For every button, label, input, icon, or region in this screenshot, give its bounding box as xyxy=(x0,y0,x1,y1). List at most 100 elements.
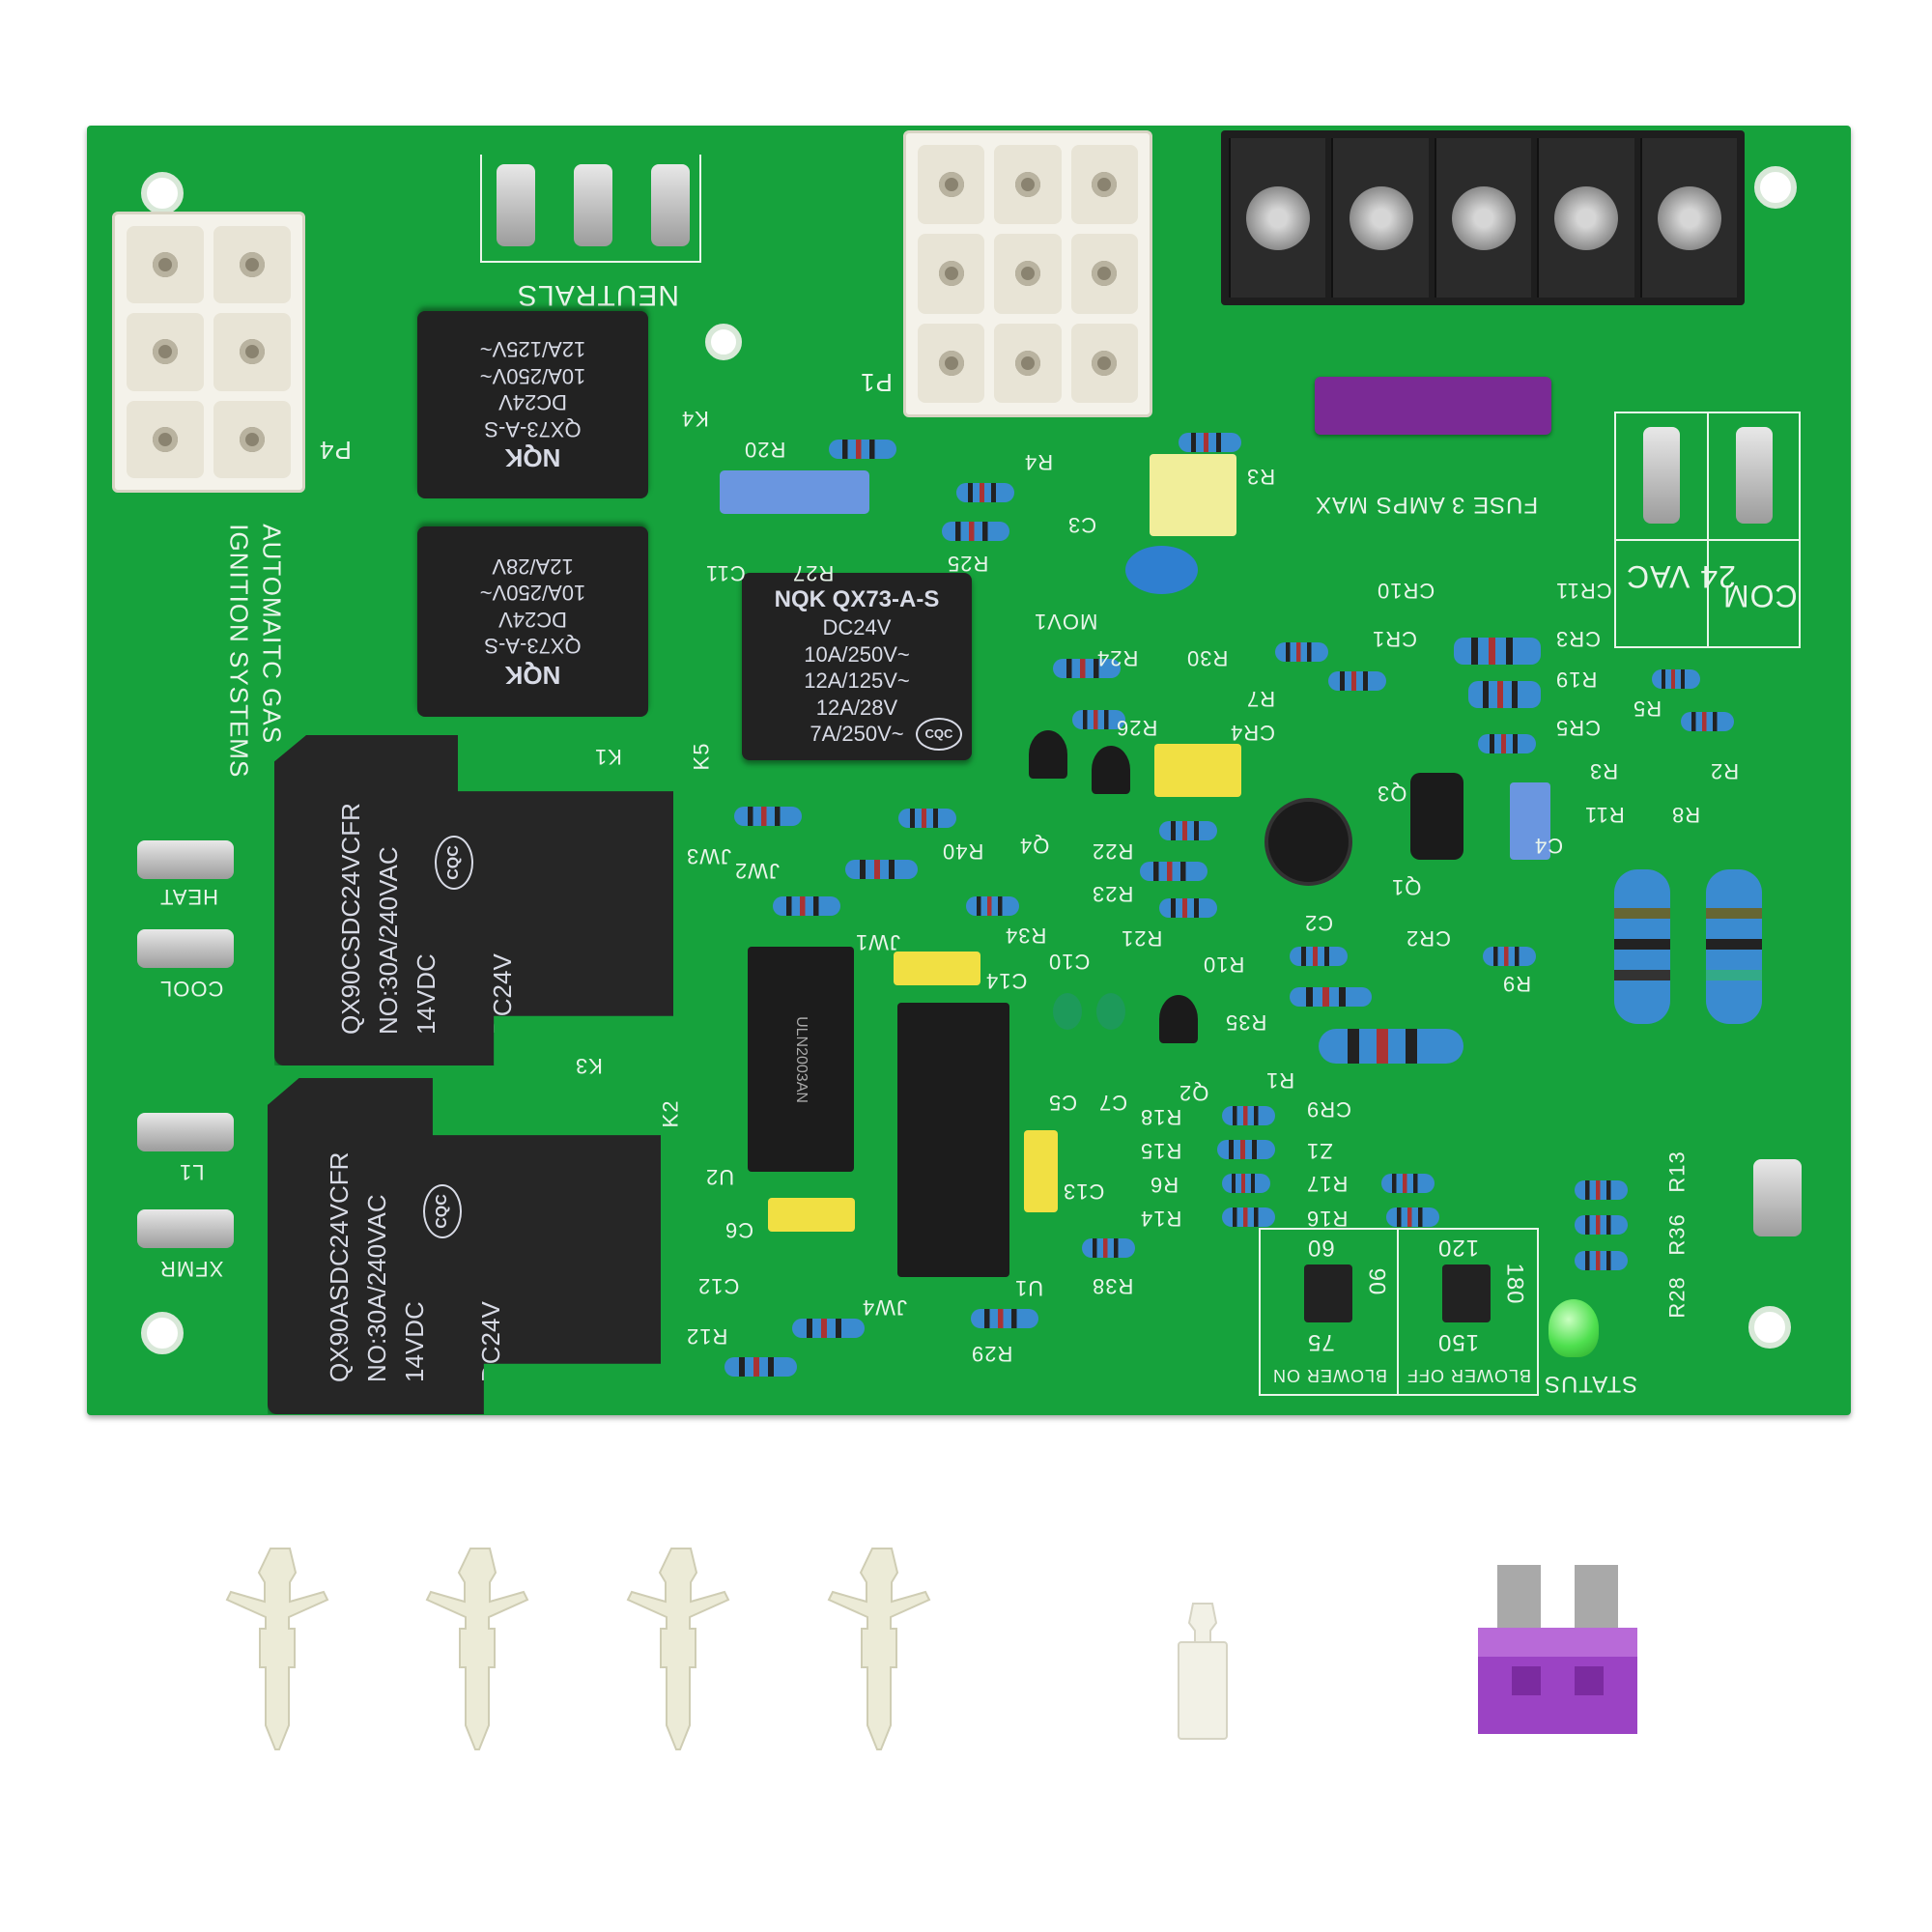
ref-label: R18 xyxy=(1140,1105,1182,1129)
p1-connector[interactable] xyxy=(903,130,1152,417)
ref-label: CR10 xyxy=(1377,579,1435,603)
resistor-r1 xyxy=(1319,1029,1463,1064)
blower-on-label: BLOWER ON xyxy=(1272,1366,1388,1385)
mounting-hole xyxy=(141,172,184,214)
resistor-r40 xyxy=(898,809,956,828)
cool-terminal[interactable] xyxy=(137,929,234,968)
ref-label: R6 xyxy=(1150,1173,1179,1197)
resistor-r2 xyxy=(1681,712,1734,731)
ref-label: R7 xyxy=(1246,687,1276,711)
ref-label: C6 xyxy=(724,1218,754,1242)
ref-label: R1 xyxy=(1265,1068,1295,1093)
cqc-cert-mark: CQC xyxy=(916,718,962,751)
spade-terminal[interactable] xyxy=(1753,1159,1802,1236)
l1-terminal[interactable] xyxy=(137,1113,234,1151)
com-terminal[interactable] xyxy=(1736,427,1773,524)
ref-label: JW1 xyxy=(855,930,900,954)
ref-label: R38 xyxy=(1092,1274,1134,1298)
blower-off-option: 120 xyxy=(1437,1235,1480,1261)
jumper[interactable] xyxy=(1442,1264,1491,1322)
ref-label: R35 xyxy=(1225,1010,1267,1035)
neutral-terminal[interactable] xyxy=(497,164,535,246)
screw-icon[interactable] xyxy=(1349,185,1413,250)
ref-label: R11 xyxy=(1584,803,1625,827)
blower-on-jumper-area: 60 90 75 BLOWER ON xyxy=(1259,1228,1399,1396)
ref-label: R29 xyxy=(971,1342,1013,1366)
blower-on-option: 75 xyxy=(1307,1329,1335,1355)
cqc-cert-mark: CQC xyxy=(423,1184,462,1238)
jumper[interactable] xyxy=(1304,1264,1352,1322)
resistor xyxy=(724,1357,797,1377)
standoff-icon xyxy=(425,1548,529,1750)
xfmr-label: XFMR xyxy=(159,1257,224,1281)
ref-label: C12 xyxy=(697,1274,740,1298)
cqc-cert-mark: CQC xyxy=(435,836,473,890)
xfmr-terminal[interactable] xyxy=(137,1209,234,1248)
capacitor-c5 xyxy=(1053,993,1082,1030)
resistor-r12 xyxy=(792,1319,865,1338)
ref-label: R20 xyxy=(744,438,786,462)
ref-label: Q1 xyxy=(1391,875,1422,899)
heat-terminal[interactable] xyxy=(137,840,234,879)
ref-label: R9 xyxy=(1502,972,1532,996)
screw-icon[interactable] xyxy=(1554,185,1619,250)
mounting-hole xyxy=(1748,1306,1791,1349)
blade-fuse[interactable] xyxy=(1315,377,1551,435)
neutral-terminal[interactable] xyxy=(651,164,690,246)
resistor-r25 xyxy=(942,522,1009,541)
ref-label: CR9 xyxy=(1306,1097,1352,1122)
u1-label: U1 xyxy=(1014,1276,1044,1300)
ref-label: Q2 xyxy=(1179,1081,1209,1105)
screw-icon[interactable] xyxy=(1452,185,1517,250)
standoff-icon xyxy=(225,1548,329,1750)
resistor-r6 xyxy=(1222,1174,1270,1193)
ref-label: C14 xyxy=(985,969,1028,993)
k4-label: K4 xyxy=(681,407,709,431)
resistor-jw3 xyxy=(734,807,802,826)
ref-label: R17 xyxy=(1306,1172,1349,1196)
neutrals-label: NEUTRALS xyxy=(517,279,680,311)
capacitor-c13 xyxy=(1024,1130,1058,1212)
transistor-q2 xyxy=(1159,995,1198,1043)
transistor-q1 xyxy=(1410,773,1463,860)
ref-label: CR1 xyxy=(1372,627,1418,651)
ref-label: JW2 xyxy=(734,859,780,883)
k5-label: K5 xyxy=(689,742,714,771)
ref-label: R13 xyxy=(1664,1151,1690,1193)
screw-icon[interactable] xyxy=(1657,185,1721,250)
ref-label: CR2 xyxy=(1406,926,1452,951)
ref-label: C13 xyxy=(1063,1179,1105,1204)
p4-label: P4 xyxy=(319,436,352,465)
p4-connector[interactable] xyxy=(112,212,305,493)
k3-label: K3 xyxy=(575,1054,603,1078)
ref-label: MOV1 xyxy=(1034,610,1098,634)
varistor-mov1 xyxy=(1125,546,1198,594)
blower-off-option: 180 xyxy=(1501,1263,1528,1305)
ref-label: CR5 xyxy=(1555,716,1602,740)
blower-off-label: BLOWER OFF xyxy=(1406,1366,1532,1385)
capacitor-c14 xyxy=(894,952,980,985)
capacitor-c2 xyxy=(1264,798,1352,886)
ref-label: R3 xyxy=(1589,759,1619,783)
neutral-terminal[interactable] xyxy=(574,164,612,246)
ref-label: R28 xyxy=(1664,1276,1690,1319)
resistor-r3 xyxy=(1179,433,1241,452)
power-terminals: 24 VAC COM xyxy=(1614,412,1801,648)
ref-label: JW4 xyxy=(862,1295,907,1320)
ref-label: C7 xyxy=(1098,1091,1128,1115)
ref-label: Q3 xyxy=(1377,781,1407,806)
resistor-r22 xyxy=(1159,821,1217,840)
screw-icon[interactable] xyxy=(1246,185,1311,250)
ref-label: JW3 xyxy=(686,844,731,868)
transistor xyxy=(1092,746,1130,794)
mounting-hole xyxy=(705,324,742,360)
screw-terminal-block[interactable] xyxy=(1221,130,1745,305)
ref-label: CR11 xyxy=(1555,579,1612,603)
resistor-r15 xyxy=(1217,1140,1275,1159)
vac-terminal[interactable] xyxy=(1643,427,1680,524)
resistor-r7 xyxy=(1328,671,1386,691)
resistor-r29 xyxy=(971,1309,1038,1328)
resistor-r24 xyxy=(1053,659,1121,678)
